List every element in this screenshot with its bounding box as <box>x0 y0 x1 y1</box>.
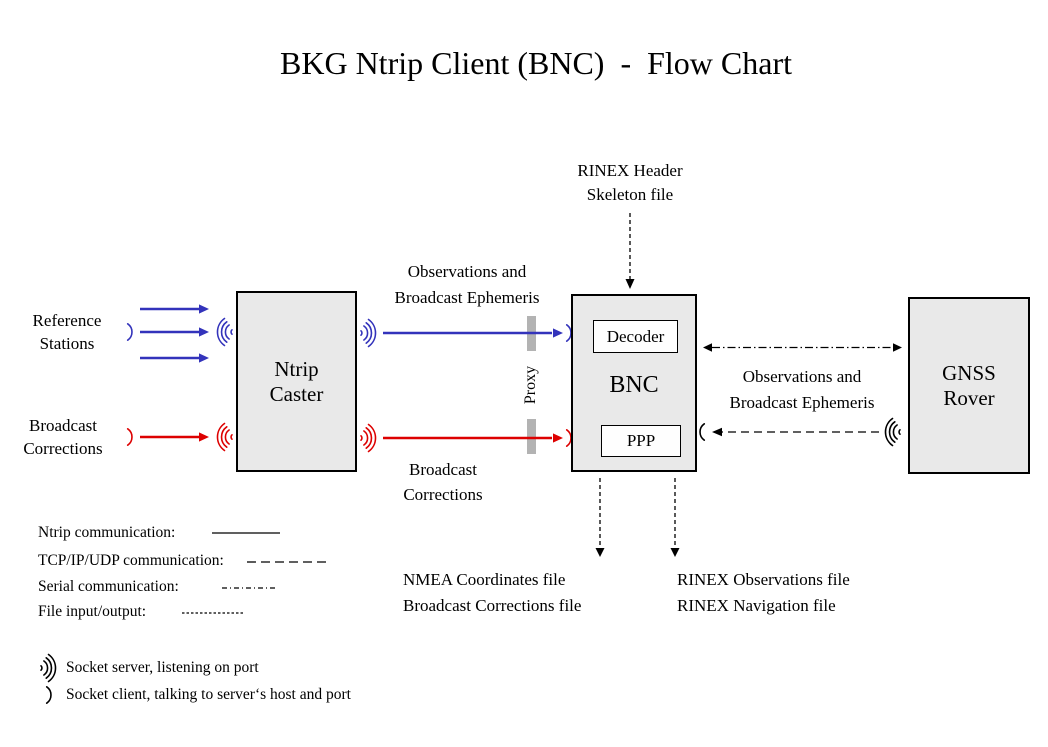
legend-item-ntrip: Ntrip communication: <box>38 524 176 541</box>
socket-client-icon <box>126 427 133 447</box>
socket-client-icon <box>126 322 133 342</box>
proxy-bar-bottom <box>527 419 536 454</box>
legend-line-samples <box>40 532 331 705</box>
bnc-box: Decoder BNC PPP <box>571 294 697 472</box>
rinex-skeleton-file-arrow <box>625 213 635 289</box>
legend-item-file-io: File input/output: <box>38 603 147 620</box>
socket-server-icon <box>216 422 233 452</box>
reference-station-arrows <box>126 304 233 363</box>
bnc-label: BNC <box>609 372 659 398</box>
caster-to-bnc-corrections-arrow <box>360 423 572 453</box>
serial-link-arrow <box>703 343 902 352</box>
bnc-output-file-arrows <box>595 478 680 557</box>
broadcast-corrections-mid-label: Broadcast Corrections <box>403 460 483 504</box>
ntrip-caster-label: Ntrip Caster <box>269 356 324 406</box>
broadcast-corrections-input-label: Broadcast Corrections <box>23 416 103 458</box>
ntrip-caster-box: Ntrip Caster <box>236 291 357 472</box>
broadcast-corrections-input-arrow <box>126 422 233 452</box>
socket-client-legend-label: Socket client, talking to server‘s host … <box>66 686 351 703</box>
reference-stations-label: Reference Stations <box>32 311 102 353</box>
page-title: BKG Ntrip Client (BNC) - Flow Chart <box>280 45 792 81</box>
socket-server-icon <box>216 317 233 347</box>
socket-server-icon <box>360 423 377 453</box>
socket-server-legend-icon <box>40 653 57 683</box>
socket-server-icon <box>884 417 901 447</box>
decoder-label: Decoder <box>606 326 665 346</box>
rinex-output-files-label: RINEX Observations file RINEX Navigation… <box>677 570 850 615</box>
nmea-output-files-label: NMEA Coordinates file Broadcast Correcti… <box>403 570 582 615</box>
rinex-skeleton-label: RINEX Header Skeleton file <box>577 161 683 204</box>
ppp-label: PPP <box>626 431 656 450</box>
caster-to-bnc-observations-arrow <box>360 318 572 348</box>
observations-ephemeris-top-label: Observations and Broadcast Ephemeris <box>394 262 540 307</box>
socket-server-icon <box>360 318 377 348</box>
socket-server-legend-label: Socket server, listening on port <box>66 659 259 676</box>
legend-item-serial: Serial communication: <box>38 578 179 595</box>
decoder-box: Decoder <box>593 320 678 353</box>
legend-item-tcp: TCP/IP/UDP communication: <box>38 552 224 569</box>
rover-to-bnc-tcp-arrow <box>699 417 901 447</box>
proxy-label: Proxy <box>522 365 539 405</box>
socket-client-legend-icon <box>45 685 52 705</box>
gnss-rover-box: GNSS Rover <box>908 297 1030 474</box>
socket-client-icon <box>699 422 706 442</box>
ppp-box: PPP <box>601 425 681 457</box>
gnss-rover-label: GNSS Rover <box>942 360 996 410</box>
observations-ephemeris-right-label: Observations and Broadcast Ephemeris <box>729 367 875 412</box>
